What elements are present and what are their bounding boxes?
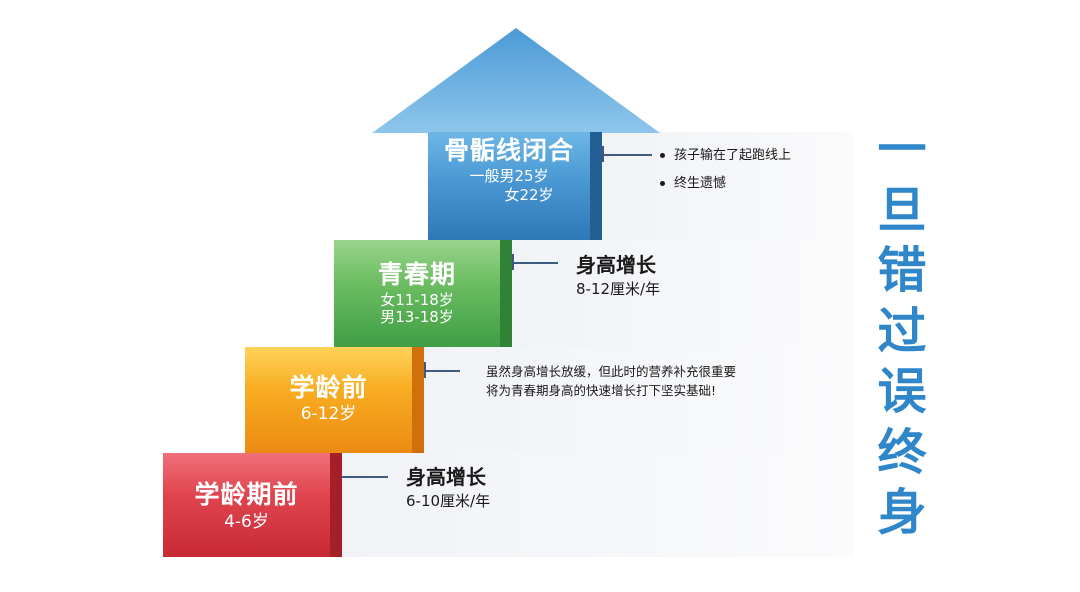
connector-tick-3	[512, 254, 514, 270]
step-puberty: 青春期 女11-18岁 男13-18岁	[334, 240, 512, 347]
bullet-text: 孩子输在了起跑线上	[674, 148, 792, 163]
panel-step-1	[342, 453, 854, 557]
step-preschool-early: 学龄期前 4-6岁	[163, 453, 342, 557]
slogan-char: 一	[877, 121, 927, 178]
slogan-char: 过	[877, 302, 927, 360]
slogan-vertical: 一 旦 错 过 误 终 身	[872, 120, 932, 544]
panel-step-3	[512, 240, 854, 347]
slogan-char: 旦	[877, 181, 927, 239]
bullet-item: 孩子输在了起跑线上	[660, 146, 791, 174]
annotation-step-2: 虽然身高增长放缓，但此时的营养补充很重要 将为青春期身高的快速增长打下坚实基础!	[486, 362, 736, 401]
annotation-step-1: 身高增长 6-10厘米/年	[406, 464, 490, 513]
step-school-age: 学龄前 6-12岁	[245, 347, 424, 453]
slogan-char: 身	[877, 484, 927, 541]
panel-step-2	[424, 347, 854, 453]
growth-rate: 8-12厘米/年	[576, 280, 661, 298]
step-age: 女11-18岁 男13-18岁	[334, 291, 500, 327]
step-age: 4-6岁	[224, 512, 269, 532]
bullet-text: 终生遗憾	[674, 176, 727, 191]
annotation-step-3: 身高增长 8-12厘米/年	[576, 252, 660, 301]
step-age-female: 女22岁	[504, 186, 554, 204]
growth-heading: 身高增长	[576, 253, 656, 277]
step-age-male: 男13-18岁	[380, 308, 454, 327]
growth-rate: 6-10厘米/年	[406, 492, 491, 510]
note-line: 将为青春期身高的快速增长打下坚实基础!	[486, 383, 717, 399]
step-side-shade	[500, 240, 512, 347]
step-title: 学龄期前	[194, 480, 299, 509]
bullet-dot-icon	[660, 153, 665, 158]
step-title: 学龄前	[289, 373, 368, 402]
connector-tick-4	[602, 146, 604, 162]
connector-step-4	[602, 154, 652, 156]
connector-step-3	[512, 262, 558, 264]
connector-tick-2	[424, 362, 426, 378]
step-age: 6-12岁	[300, 404, 357, 424]
step-title: 青春期	[377, 260, 456, 289]
step-side-shade	[412, 347, 424, 453]
annotation-step-4: 孩子输在了起跑线上 终生遗憾	[660, 146, 791, 202]
step-age-male: 一般男25岁	[469, 167, 549, 185]
bullet-item: 终生遗憾	[660, 174, 791, 202]
step-side-shade	[330, 453, 342, 557]
panel-step-4	[602, 132, 854, 240]
step-side-shade	[590, 132, 602, 240]
note-line: 虽然身高增长放缓，但此时的营养补充很重要	[486, 364, 737, 379]
connector-step-2	[424, 370, 460, 372]
step-age-female: 女11-18岁	[380, 291, 454, 309]
bullet-dot-icon	[660, 181, 665, 186]
slogan-char: 错	[877, 242, 927, 299]
growth-heading: 身高增长	[406, 465, 486, 489]
slogan-char: 误	[877, 363, 927, 420]
step-epiphyseal-closure: 骨骺线闭合 一般男25岁 女22岁	[428, 132, 602, 240]
step-title: 骨骺线闭合	[443, 136, 574, 165]
slogan-char: 终	[877, 423, 927, 481]
connector-step-1	[342, 476, 388, 478]
